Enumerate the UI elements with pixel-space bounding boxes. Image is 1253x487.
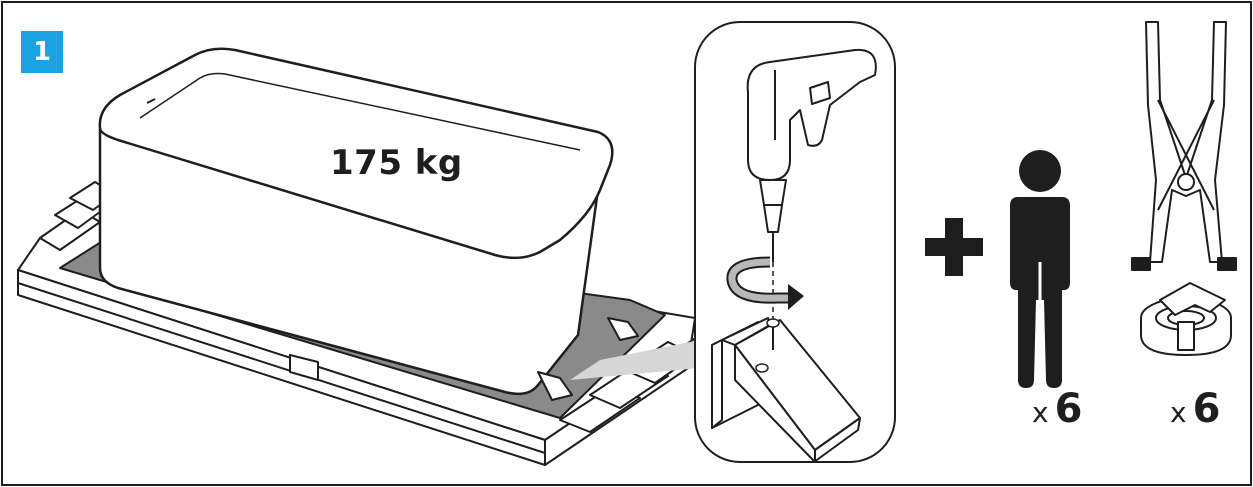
bathtub-weight-label: 175 kg — [330, 143, 463, 183]
rotate-arrow-icon — [726, 256, 804, 310]
screw-icon — [755, 318, 780, 373]
mounting-block — [711, 317, 861, 463]
straps-count: 6 — [1192, 386, 1221, 432]
people-count: 6 — [1054, 386, 1083, 432]
lifting-strap-icon — [1131, 21, 1237, 356]
plus-icon — [925, 218, 983, 276]
step-badge-background — [21, 31, 63, 73]
people-multiplier: x — [1032, 396, 1049, 429]
drill-icon — [746, 48, 877, 320]
wedge-blocks — [537, 317, 639, 401]
person-icon — [1010, 150, 1070, 388]
step-number-badge: 1 — [32, 37, 52, 67]
bathtub — [98, 47, 614, 396]
straps-multiplier: x — [1170, 396, 1187, 429]
callout-pointer — [570, 340, 700, 380]
